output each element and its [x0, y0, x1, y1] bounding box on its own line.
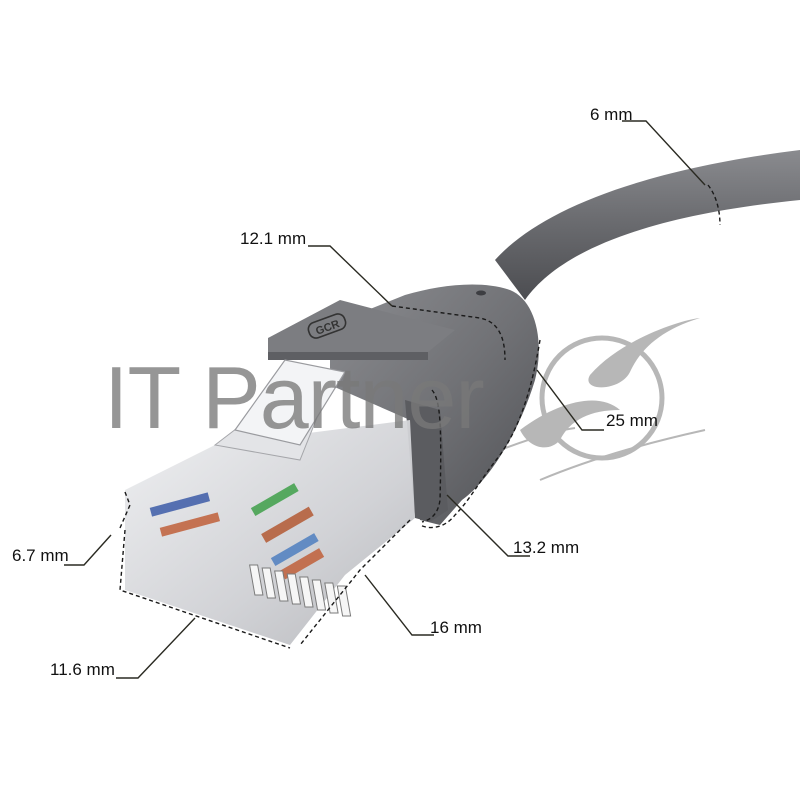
dimension-label-boot-width-top: 12.1 mm	[240, 229, 307, 248]
contact-pins	[249, 564, 352, 617]
dimension-label-boot-height: 13.2 mm	[513, 538, 580, 557]
leader-lines	[64, 120, 706, 679]
cable	[495, 150, 800, 300]
dimension-label-plug-height: 6.7 mm	[12, 546, 69, 565]
latch-tab	[268, 300, 455, 352]
dimension-outlines	[119, 184, 721, 649]
dimension-label-cable-diameter: 6 mm	[590, 105, 633, 124]
watermark-logo-icon	[499, 318, 706, 481]
dimension-label-plug-length: 16 mm	[430, 618, 482, 637]
watermark-text: IT Partner	[104, 348, 485, 447]
dimension-label-boot-length: 25 mm	[606, 411, 658, 430]
latch-clip	[233, 359, 346, 446]
dimension-label-plug-width: 11.6 mm	[50, 660, 115, 679]
wire-bundle	[149, 483, 325, 580]
